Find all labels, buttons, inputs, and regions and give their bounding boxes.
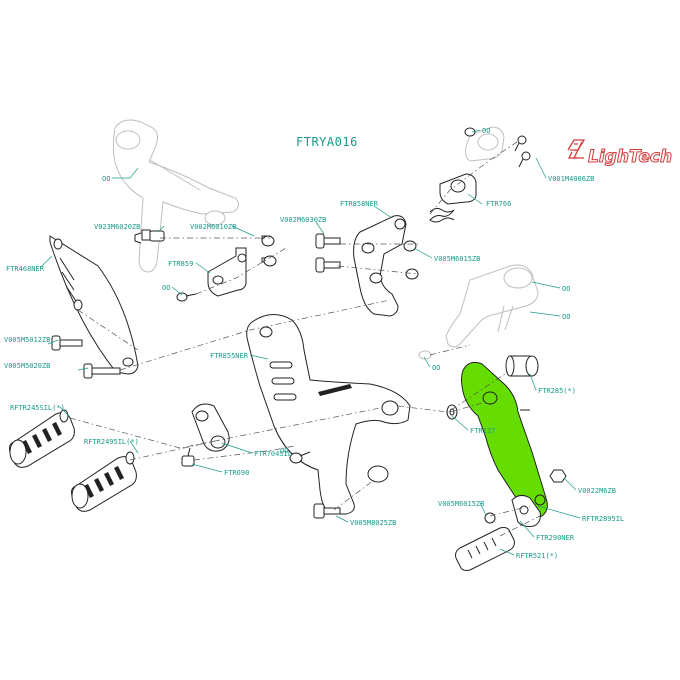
bolt-v005m6015zb-top bbox=[403, 240, 419, 280]
label-v023m6020zb: V023M6020ZB bbox=[94, 223, 140, 231]
bracket-ftr766 bbox=[439, 173, 477, 205]
label-oo-mid: OO bbox=[280, 447, 288, 455]
bolt-ftr690 bbox=[181, 447, 195, 467]
bolt-v005m5012zb bbox=[51, 335, 83, 351]
footpeg-rftr245sil bbox=[9, 409, 75, 468]
bolt-v005m8025zb bbox=[313, 503, 341, 519]
bolt-oo-mid bbox=[289, 451, 311, 464]
label-v005m8025zb: V005M8025ZB bbox=[350, 519, 396, 527]
label-v002m6010zb: V002M6010ZB bbox=[190, 223, 236, 231]
part-labels: OO V023M6020ZB V002M6010ZB V002M6030ZB F… bbox=[4, 127, 624, 560]
label-ftr290ner: FTR290NER bbox=[536, 534, 575, 542]
label-v001m4006zb: V001M4006ZB bbox=[548, 175, 594, 183]
bolt-v002m6030zb bbox=[315, 233, 341, 273]
plate-ftr704sil bbox=[191, 403, 230, 452]
bracket-ftr858ner bbox=[353, 215, 407, 317]
footpeg-rftr2495il bbox=[71, 451, 137, 512]
label-v005m6015zb: V005M6015ZB bbox=[438, 500, 484, 508]
pin-ftr285 bbox=[505, 355, 539, 377]
assembly-axes bbox=[69, 139, 541, 537]
brand-wordmark: LighTech bbox=[588, 147, 672, 167]
ghost-rear-master-cylinder bbox=[418, 264, 539, 360]
spring bbox=[429, 207, 455, 223]
leader-lines bbox=[39, 129, 581, 556]
ghost-master-cylinder bbox=[465, 126, 505, 162]
label-v005m6015zb-top: V005M6015ZB bbox=[434, 255, 480, 263]
label-ftr859: FTR859 bbox=[168, 260, 193, 268]
label-oo-left: OO bbox=[162, 284, 170, 292]
label-oo-r1: OO bbox=[562, 285, 570, 293]
label-oo-top: OO bbox=[102, 175, 110, 183]
label-oo-r3: OO bbox=[432, 364, 440, 372]
label-rftr245sil: RFTR245SIL(*) bbox=[10, 404, 65, 412]
pedal-rftr521 bbox=[455, 527, 515, 571]
diagram-title: FTRYA016 bbox=[296, 135, 358, 149]
label-rftr2495il: RFTR2495IL(*) bbox=[84, 438, 139, 446]
label-rftr2895il: RFTR2895IL bbox=[582, 515, 624, 523]
label-v002m6030zb: V002M6030ZB bbox=[280, 216, 326, 224]
main-bracket-ftr855ner bbox=[246, 314, 411, 515]
bolt-v005m5020zb bbox=[83, 363, 121, 379]
label-oo-r2: OO bbox=[562, 313, 570, 321]
bolt-v002m6010zb bbox=[261, 235, 277, 267]
bolt-oo-left bbox=[176, 292, 197, 302]
label-ftr468ner: FTR468NER bbox=[6, 265, 45, 273]
bolt-v001m4006zb bbox=[464, 127, 531, 168]
ghost-rider-bracket bbox=[112, 119, 239, 273]
bracket-ftr859 bbox=[207, 247, 247, 297]
nut-v0022m6zb bbox=[549, 469, 567, 483]
plate-ftr290ner bbox=[511, 494, 541, 527]
washer-ftr137 bbox=[446, 404, 458, 420]
label-ftr858ner: FTR858NER bbox=[340, 200, 379, 208]
label-ftr285: FTR285(*) bbox=[538, 387, 576, 395]
label-ftr704sil: FTR704SIL bbox=[254, 450, 292, 458]
label-ftr137: FTR137 bbox=[470, 427, 495, 435]
label-oo-mc-top: OO bbox=[482, 127, 490, 135]
heel-guard bbox=[49, 235, 139, 375]
label-ftr690: FTR690 bbox=[224, 469, 249, 477]
brand-logo: LighTech bbox=[567, 139, 673, 168]
label-ftr766: FTR766 bbox=[486, 200, 511, 208]
label-v005m5012zb: V005M5012ZB bbox=[4, 336, 50, 344]
label-rftr521: RFTR521(*) bbox=[516, 552, 558, 560]
label-v0022m6zb: V0022M6ZB bbox=[578, 487, 616, 495]
label-ftr855ner: FTR855NER bbox=[210, 352, 249, 360]
label-v005m5020zb: V005M5020ZB bbox=[4, 362, 50, 370]
bolt-v005m6015zb bbox=[484, 512, 496, 524]
bolt-v023m6020zb bbox=[134, 229, 165, 244]
